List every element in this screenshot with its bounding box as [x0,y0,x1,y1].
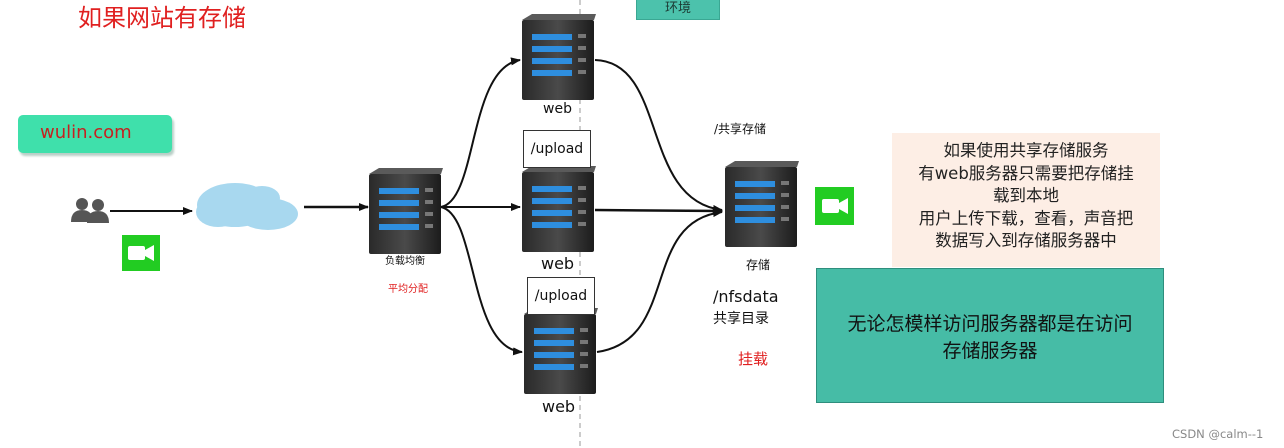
web-server-1-label: web [543,101,572,117]
web-server-3-icon [524,308,598,394]
page-title: 如果网站有存储 [78,4,246,32]
upload-path-box-2: /upload [527,277,595,315]
site-domain-label: wulin.com [40,122,132,143]
note-line: 用户上传下载，查看，声音把 [918,208,1134,228]
arrow-web3-storage [596,209,723,353]
storage-label: 存储 [746,258,771,272]
storage-video-icon [815,187,854,225]
load-balancer-server-icon [369,168,443,254]
site-domain-box [18,115,172,153]
summary-banner: 无论怎模样访问服务器都是在访问 存储服务器 [816,268,1164,403]
storage-export-path: /nfsdata [713,287,779,306]
web-server-2-icon [522,166,596,252]
arrow-lb-web3 [440,206,523,356]
shared-storage-caption: /共享存储 [714,122,767,136]
watermark: CSDN @calm--1 [1172,427,1264,441]
mount-caption: 挂载 [738,350,769,368]
users-icon [71,198,109,223]
arrow-web2-storage [594,206,723,215]
web-server-3-label: web [542,397,576,416]
load-balancer-label: 负载均衡 [385,256,425,267]
arrow-lb-web1 [440,57,521,208]
banner-line: 无论怎模样访问服务器都是在访问 [847,313,1133,335]
load-balancer-policy: 平均分配 [388,284,428,295]
storage-server-icon [725,161,799,247]
web-server-1-icon [522,14,596,100]
storage-export-caption: 共享目录 [713,311,769,327]
shared-storage-note: 如果使用共享存储服务 有web服务器只需要把存储挂 载到本地 用户上传下载，查看… [892,133,1160,267]
note-line: 有web服务器只需要把存储挂 [918,163,1134,183]
upload-path-box-1: /upload [523,130,591,168]
note-line: 数据写入到存储服务器中 [935,231,1117,250]
note-line: 载到本地 [993,186,1059,205]
banner-line: 存储服务器 [942,340,1038,362]
arrow-web1-storage [594,59,723,213]
web-server-2-label: web [541,254,575,273]
cloud-icon [196,183,298,230]
note-line: 如果使用共享存储服务 [943,141,1109,160]
video-icon [122,235,160,271]
env-tag: 环境 [636,0,720,20]
